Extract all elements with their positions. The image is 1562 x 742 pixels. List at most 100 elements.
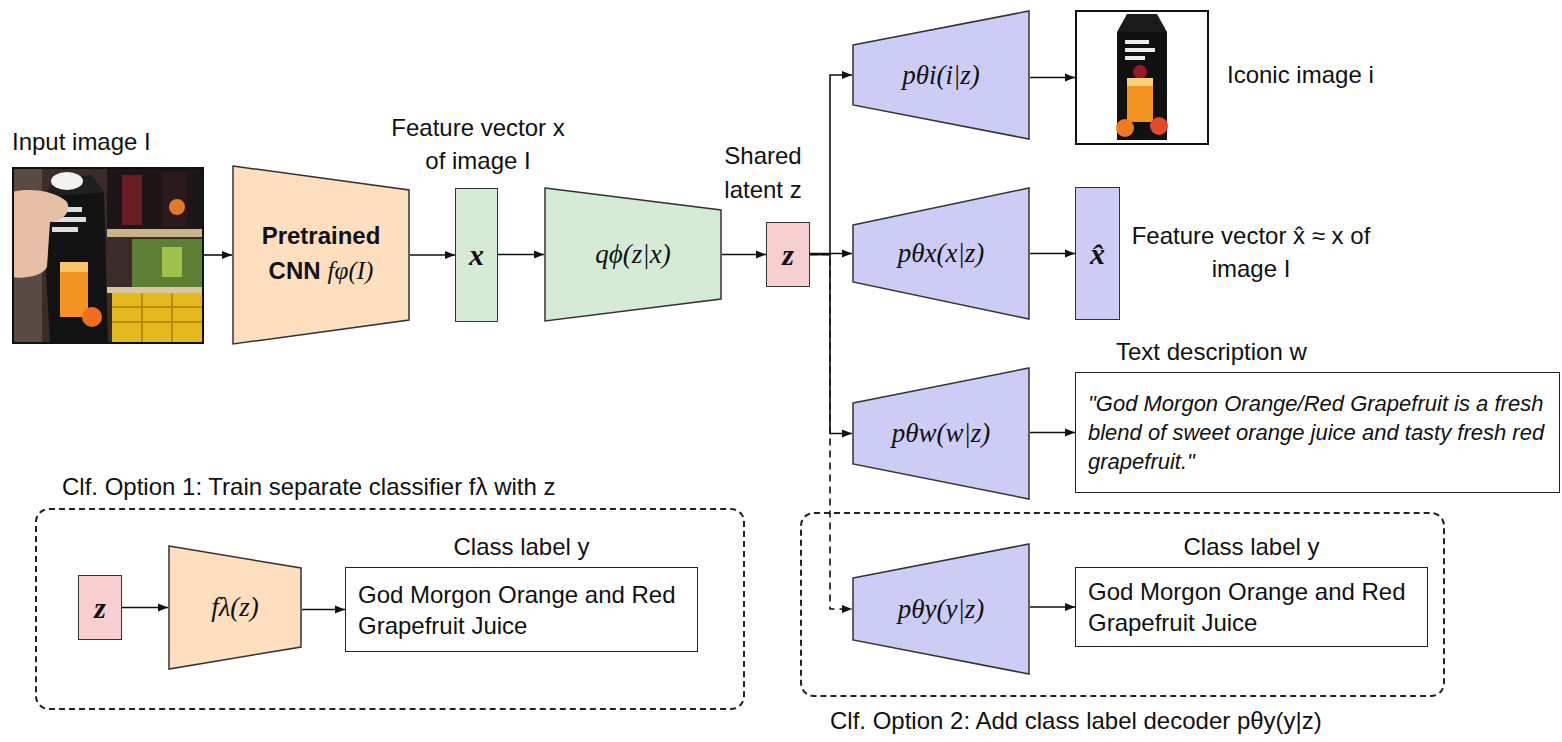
heading-label: Text description w [1116,335,1307,368]
illustration-part [51,172,83,190]
math-label: fφ(I) [328,257,374,284]
image-frame: Input image I [12,167,204,344]
option-group: Clf. Option 1: Train separate classifier… [35,508,745,710]
heading-label: Class label y [1076,530,1427,563]
description-text: "God Morgon Orange/Red Grapefruit is a f… [1076,383,1559,482]
connector-arrow [810,255,852,434]
connector-arrow [722,254,766,256]
vector-box: Feature vector x̂ ≈ x of image Ix̂ [1075,187,1120,320]
illustration-part [112,293,204,344]
connector-arrow [1030,253,1075,255]
math-label: pθy(y|z) [898,594,985,625]
classifier-trapezoid: fλ(z) [168,545,302,670]
heading-label: Shared latent z [713,139,813,207]
illustration-part [122,175,142,225]
connector-arrow [810,75,852,255]
illustration-part [107,167,204,229]
label-holder: Class label y [346,530,697,563]
illustration-part [107,287,204,293]
decoder-trapezoid: pθi(i|z) [852,10,1030,140]
label-holder: Text description w [1116,335,1307,368]
illustration-part [12,190,68,278]
illustration-part [132,239,204,287]
illustration-part [52,227,78,232]
illustration-part [1133,65,1147,79]
decoder-trapezoid: pθy(y|z) [852,543,1030,675]
description-text: God Morgon Orange and Red Grapefruit Jui… [346,575,697,645]
label-holder: Clf. Option 2: Add class label decoder p… [830,704,1322,737]
heading-label: Iconic image i [1227,58,1374,91]
connector-arrow [1030,77,1075,79]
heading-label: Clf. Option 1: Train separate classifier… [62,470,556,503]
trapezoid-outline [169,546,301,669]
label-holder: Feature vector x of image I [383,111,573,177]
illustration-part [12,167,204,344]
label-holder: Shared latent z [713,139,813,207]
label-holder: Class label y [1076,530,1427,563]
label-box: Class label yGod Morgon Orange and Red G… [1075,567,1428,647]
heading-label: Feature vector x̂ ≈ x of image I [1126,219,1376,285]
illustration-part [107,229,204,237]
illustration-part [1125,48,1155,52]
description-text: God Morgon Orange and Red Grapefruit Jui… [1076,572,1427,642]
latent-box: z [78,575,122,640]
trapezoid-outline [853,188,1029,319]
encoder-trapezoid: Pretrained CNNfφ(I) [232,165,410,345]
math-label: fλ(z) [211,592,259,623]
connector-arrow [410,254,455,256]
vector-box: Feature vector x of image Ix [455,188,498,322]
illustration-part [1127,78,1153,86]
trapezoid-outline [233,166,409,344]
illustration-part [1117,32,1167,140]
illustration-part [1125,40,1149,44]
connector-arrow [302,609,345,611]
input-photo [12,167,204,344]
label-holder: Iconic image i [1227,58,1374,91]
illustration-part [1117,14,1167,32]
iconic-photo [1075,10,1209,145]
text-wrap: Pretrained CNNfφ(I) [254,220,388,290]
illustration-part [60,262,88,317]
math-label: z [94,591,106,625]
trapezoid-outline [545,188,721,321]
math-label: pθw(w|z) [892,418,991,449]
illustration-part [82,307,102,327]
label-holder: Feature vector x̂ ≈ x of image I [1126,219,1376,285]
heading-label: Clf. Option 2: Add class label decoder p… [830,704,1322,737]
illustration-part [1116,119,1134,137]
option-group: Clf. Option 2: Add class label decoder p… [800,512,1445,697]
illustration-part [1075,10,1209,145]
encoder-trapezoid: qϕ(z|x) [544,187,722,322]
image-frame: Iconic image i [1075,10,1209,145]
connector-arrow [1030,606,1075,608]
illustration-part [1127,78,1153,122]
decoder-trapezoid: pθw(w|z) [852,367,1030,500]
trapezoid-outline [853,11,1029,139]
trapezoid-outline [853,544,1029,674]
math-label: z [782,238,794,272]
latent-box: Shared latent zz [766,222,810,287]
label-holder: Input image I [12,125,151,158]
heading-label: Feature vector x of image I [383,111,573,177]
illustration-part [60,262,88,272]
text-box: Text description w"God Morgon Orange/Red… [1075,372,1560,493]
decoder-trapezoid: pθx(x|z) [852,187,1030,320]
connector-arrow [204,254,232,256]
connector-arrow [1030,432,1075,434]
illustration-part [169,199,185,215]
trapezoid-outline [853,368,1029,499]
illustration-part [162,247,182,277]
connector-arrow [122,607,168,609]
illustration-part [1125,56,1145,60]
math-label: pθi(i|z) [902,60,980,91]
heading-label: Input image I [12,125,151,158]
illustration-part [162,172,187,227]
connector-arrow [810,255,852,610]
connector-arrow [498,254,544,256]
math-label: pθx(x|z) [898,238,985,269]
illustration-part [112,293,204,344]
math-label: x [469,238,484,272]
label-holder: Clf. Option 1: Train separate classifier… [62,470,556,503]
math-label: x̂ [1090,237,1105,271]
math-label: qϕ(z|x) [595,239,670,270]
